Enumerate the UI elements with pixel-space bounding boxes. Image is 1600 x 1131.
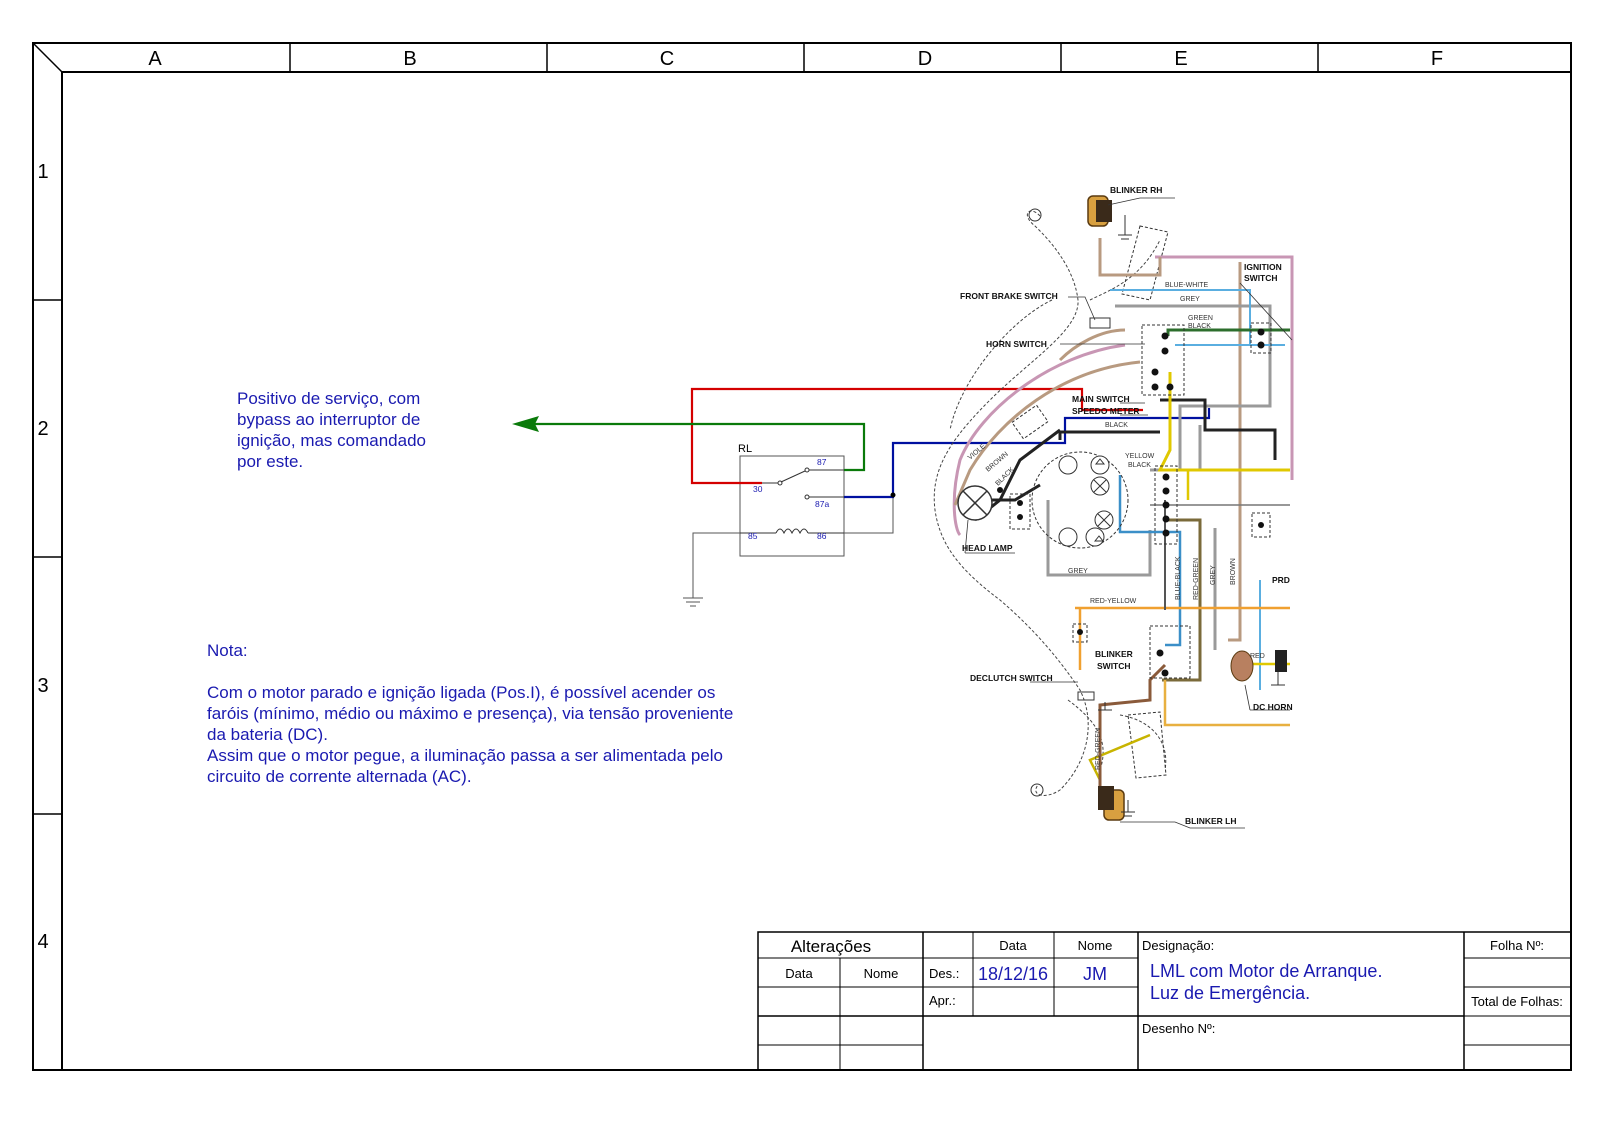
relay-pin-86: 86: [817, 531, 827, 541]
note-line: Com o motor parado e ignição ligada (Pos…: [207, 683, 716, 702]
col-nome-header: Nome: [864, 966, 899, 981]
note-title: Nota:: [207, 641, 248, 660]
drawing-title-line-1: LML com Motor de Arranque.: [1150, 961, 1382, 981]
wire-label-black-speedo: BLACK: [1105, 422, 1128, 429]
label-blinker-lh: BLINKER LH: [1185, 816, 1236, 826]
blue-wire: [844, 408, 1211, 499]
relay-pin-87a: 87a: [815, 499, 829, 509]
label-blinker-switch-2: SWITCH: [1097, 661, 1131, 671]
drawing-date: 18/12/16: [978, 964, 1048, 984]
wire-label-yellow: YELLOW: [1125, 453, 1155, 460]
wire-label-grey-bottom: GREY: [1068, 568, 1088, 575]
drawing-author: JM: [1083, 964, 1107, 984]
relay-circuit: RL 30 87 87a 85 86: [512, 387, 1211, 607]
desenho-label: Desenho Nº:: [1142, 1021, 1215, 1036]
wire-label-grey-v: GREY: [1210, 565, 1217, 585]
note-line: faróis (mínimo, médio ou máximo e presen…: [207, 704, 734, 723]
wire-label-black-yb: BLACK: [1128, 462, 1151, 469]
row-label-3: 3: [37, 675, 48, 697]
column-label-d: D: [918, 48, 932, 70]
wire-label-red: RED: [1250, 653, 1265, 660]
scooter-wiring-diagram: [933, 195, 1294, 829]
label-blinker-switch-1: BLINKER: [1095, 649, 1133, 659]
annotation-line: por este.: [237, 452, 304, 471]
label-prd: PRD: [1272, 575, 1290, 585]
title-block: [757, 931, 1572, 1071]
wire-label-green: GREEN: [1188, 315, 1213, 322]
annotation-line: ignição, mas comandado: [237, 431, 427, 450]
label-declutch-switch: DECLUTCH SWITCH: [970, 673, 1053, 683]
note-line: Assim que o motor pegue, a iluminação pa…: [207, 746, 723, 765]
green-wire: [530, 422, 866, 472]
service-positive-annotation: Positivo de serviço, com bypass ao inter…: [237, 388, 426, 472]
relay-label: RL: [738, 443, 752, 455]
col-data-header: Data: [785, 966, 813, 981]
label-head-lamp: HEAD LAMP: [962, 543, 1013, 553]
wire-labels: BLUE-WHITE GREY GREEN BLACK BLACK YELLOW…: [967, 282, 1265, 770]
nome-header: Nome: [1078, 938, 1113, 953]
total-folhas-label: Total de Folhas:: [1471, 994, 1563, 1009]
label-blinker-rh: BLINKER RH: [1110, 185, 1162, 195]
designacao-label: Designação:: [1142, 938, 1214, 953]
note-line: da bateria (DC).: [207, 725, 328, 744]
row-label-4: 4: [37, 931, 48, 953]
green-arrowhead: [512, 416, 539, 432]
relay-pin-85: 85: [748, 531, 758, 541]
label-dc-horn: DC HORN: [1253, 702, 1293, 712]
note-block: Nota: Com o motor parado e ignição ligad…: [207, 640, 733, 787]
column-label-b: B: [403, 48, 416, 70]
column-label-f: F: [1431, 48, 1443, 70]
relay-box: [739, 455, 845, 557]
wire-label-red-green: RED-GREEN: [1193, 558, 1200, 600]
relay-pin-30: 30: [753, 484, 763, 494]
red-wire: [690, 387, 1143, 485]
drawing-title-line-2: Luz de Emergência.: [1150, 983, 1310, 1003]
data-header: Data: [999, 938, 1027, 953]
alteracoes-header: Alterações: [791, 937, 871, 956]
column-label-c: C: [660, 48, 674, 70]
annotation-line: bypass ao interruptor de: [237, 410, 421, 429]
des-label: Des.:: [929, 966, 959, 981]
note-line: circuito de corrente alternada (AC).: [207, 767, 472, 786]
label-ignition-switch-1: IGNITION: [1244, 262, 1282, 272]
component-labels: BLINKER RH IGNITION SWITCH FRONT BRAKE S…: [960, 185, 1293, 826]
label-horn-switch: HORN SWITCH: [986, 339, 1047, 349]
wire-label-black-gb: BLACK: [1188, 323, 1211, 330]
title-block-text: Alterações Data Nome Data Nome Des.: Apr…: [785, 937, 1563, 1036]
apr-label: Apr.:: [929, 993, 956, 1008]
relay-pin-87: 87: [817, 457, 827, 467]
label-speedo-meter: SPEEDO METER: [1072, 406, 1140, 416]
wire-label-red-green-2: RED-GREEN: [1095, 728, 1102, 770]
label-main-switch: MAIN SWITCH: [1072, 394, 1130, 404]
label-ignition-switch-2: SWITCH: [1244, 273, 1278, 283]
label-front-brake-switch: FRONT BRAKE SWITCH: [960, 291, 1058, 301]
folha-label: Folha Nº:: [1490, 938, 1544, 953]
row-label-2: 2: [37, 418, 48, 440]
column-label-a: A: [148, 48, 162, 70]
wire-label-brown-v: BROWN: [1230, 558, 1237, 585]
column-label-e: E: [1174, 48, 1187, 70]
wire-label-blue-black: BLUE-BLACK: [1175, 556, 1182, 600]
wire-label-blue-white: BLUE-WHITE: [1165, 282, 1209, 289]
annotation-line: Positivo de serviço, com: [237, 389, 421, 408]
row-label-1: 1: [37, 161, 48, 183]
wire-label-grey-top: GREY: [1180, 296, 1200, 303]
wire-label-red-yellow: RED-YELLOW: [1090, 598, 1137, 605]
